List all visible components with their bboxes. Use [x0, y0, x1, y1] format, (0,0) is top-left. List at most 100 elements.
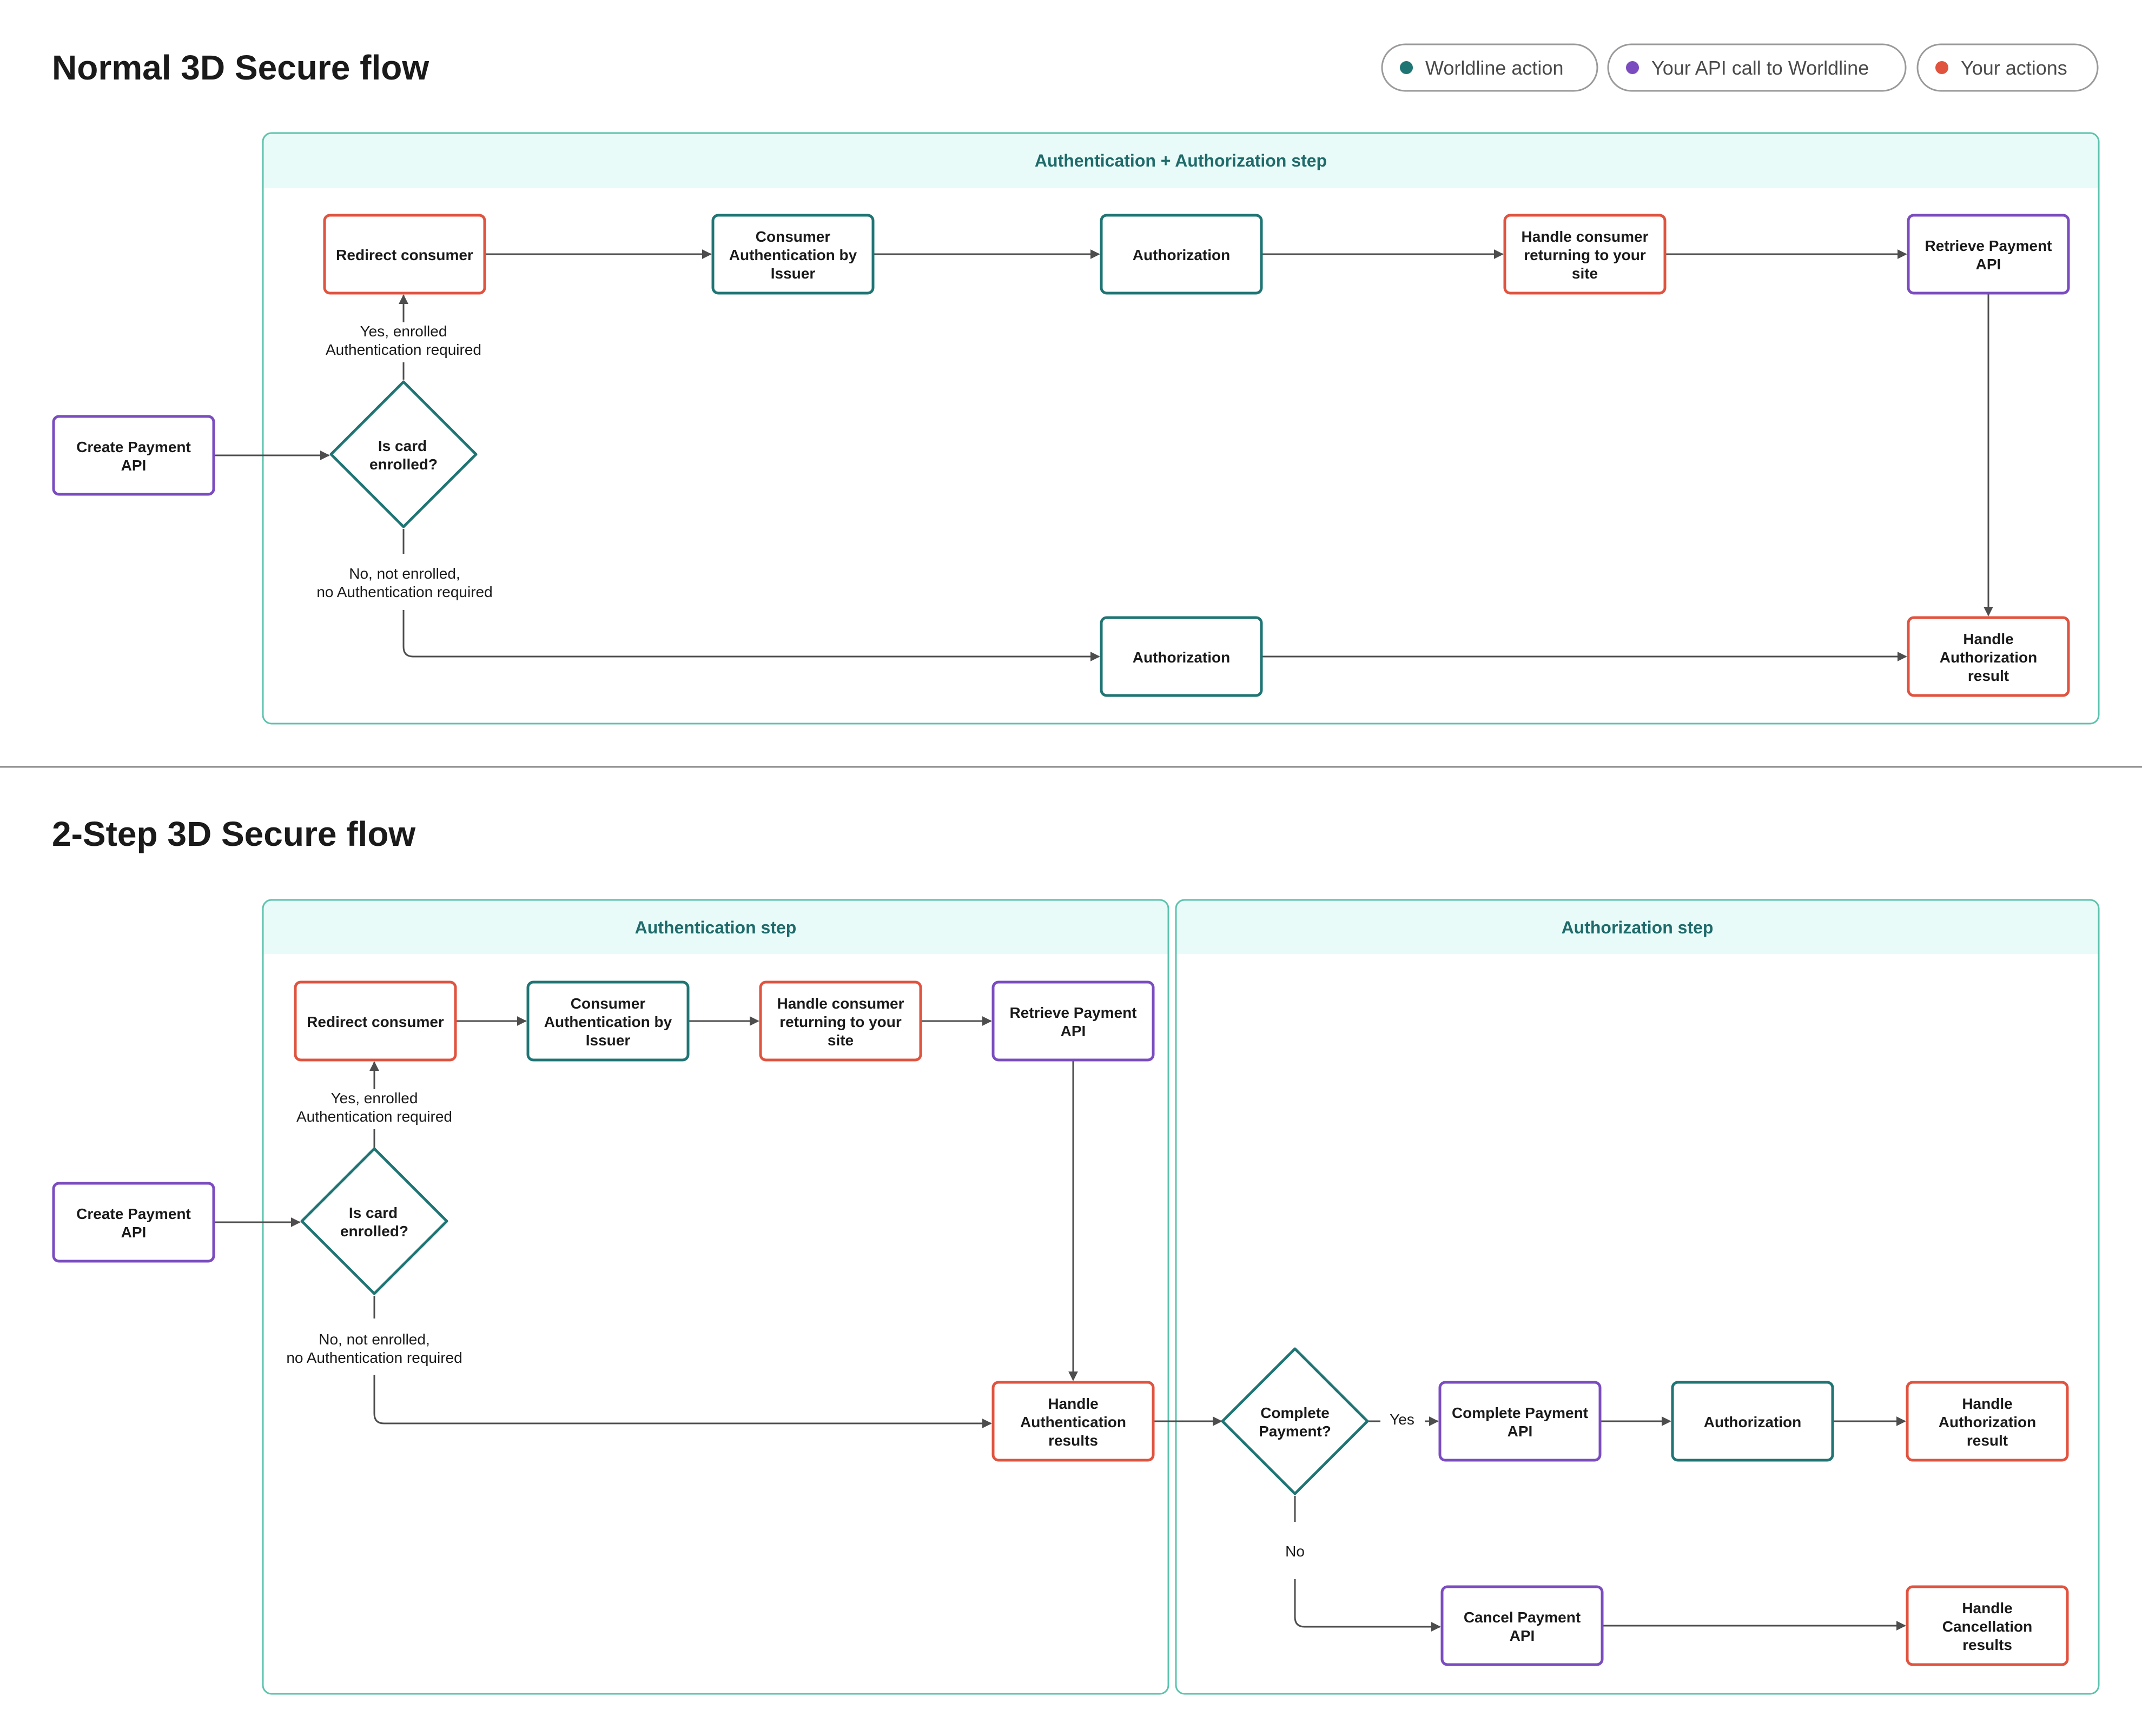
complete-payment-api-node: Complete Payment API: [1438, 1381, 1602, 1462]
svg-text:Complete Payment: Complete Payment: [1452, 1404, 1588, 1421]
legend-your-actions: Your actions: [1916, 43, 2099, 92]
svg-text:Cancellation: Cancellation: [1942, 1618, 2032, 1635]
svg-text:returning to your: returning to your: [779, 1013, 902, 1030]
two-step-flow-title: 2-Step 3D Secure flow: [52, 814, 415, 853]
svg-text:results: results: [1048, 1432, 1098, 1449]
two-step-yes-enrolled-label: Yes, enrolled Authentication required: [296, 1090, 452, 1125]
svg-text:Authorization: Authorization: [1133, 247, 1230, 263]
svg-text:Authorization: Authorization: [1133, 649, 1230, 666]
svg-text:Authentication: Authentication: [1020, 1414, 1126, 1430]
two-step-retrieve-payment-node: Retrieve Payment API: [991, 980, 1155, 1062]
svg-text:Retrieve Payment: Retrieve Payment: [1009, 1004, 1136, 1021]
legend-api-call: Your API call to Worldline: [1607, 43, 1907, 92]
two-step-handle-authentication-results-node: Handle Authentication results: [991, 1381, 1155, 1462]
normal-handle-authorization-result-node: Handle Authorization result: [1907, 616, 2070, 697]
svg-text:Cancel Payment: Cancel Payment: [1464, 1609, 1581, 1626]
api-call-dot: [1626, 61, 1639, 74]
svg-text:Redirect consumer: Redirect consumer: [307, 1013, 444, 1030]
worldline-action-dot: [1400, 61, 1413, 74]
handle-cancellation-results-node: Handle Cancellation results: [1906, 1585, 2069, 1666]
legend-worldline-label: Worldline action: [1425, 57, 1563, 79]
legend-actions-label: Your actions: [1961, 57, 2067, 79]
authorization-step-container: Authorization step: [1175, 899, 2100, 1695]
svg-text:Issuer: Issuer: [771, 265, 816, 282]
normal-consumer-authentication-node: Consumer Authentication by Issuer: [711, 214, 875, 295]
svg-text:Retrieve Payment: Retrieve Payment: [1925, 237, 2052, 254]
svg-text:Handle: Handle: [1962, 1395, 2012, 1412]
yes-label: Yes: [1390, 1411, 1414, 1428]
svg-text:No, not enrolled,: No, not enrolled,: [349, 565, 460, 582]
two-step-edges: [214, 1016, 1906, 1632]
svg-text:Redirect consumer: Redirect consumer: [336, 247, 473, 263]
svg-text:Consumer: Consumer: [756, 228, 831, 245]
legend-api-label: Your API call to Worldline: [1651, 57, 1869, 79]
svg-text:no Authentication required: no Authentication required: [286, 1349, 462, 1366]
svg-text:Is card: Is card: [378, 438, 427, 454]
normal-group-container: Authentication + Authorization step: [262, 132, 2100, 725]
svg-text:Authentication by: Authentication by: [544, 1013, 672, 1030]
two-step-authorization-node: Authorization: [1671, 1381, 1834, 1462]
svg-text:enrolled?: enrolled?: [340, 1223, 408, 1240]
svg-text:Handle: Handle: [1963, 631, 2013, 647]
two-step-create-payment-node: Create Payment API: [52, 1182, 215, 1263]
authentication-step-label: Authentication step: [635, 918, 797, 937]
svg-text:Authorization: Authorization: [1939, 1414, 2036, 1430]
normal-handle-return-node: Handle consumer returning to your site: [1503, 214, 1667, 295]
normal-retrieve-payment-node: Retrieve Payment API: [1907, 214, 2070, 295]
normal-authorization-bottom-node: Authorization: [1100, 616, 1263, 697]
svg-text:Authentication by: Authentication by: [729, 247, 857, 263]
svg-text:Issuer: Issuer: [586, 1032, 631, 1049]
normal-is-card-enrolled-decision: Is card enrolled?: [329, 380, 478, 528]
normal-no-enrolled-label: No, not enrolled, no Authentication requ…: [316, 565, 492, 600]
svg-text:Consumer: Consumer: [571, 995, 646, 1012]
normal-flow-title: Normal 3D Secure flow: [52, 48, 429, 87]
two-step-no-enrolled-label: No, not enrolled, no Authentication requ…: [286, 1331, 462, 1366]
normal-redirect-consumer-node: Redirect consumer: [323, 214, 486, 295]
svg-text:Yes, enrolled: Yes, enrolled: [331, 1090, 418, 1106]
two-step-is-card-enrolled-decision: Is card enrolled?: [300, 1147, 448, 1295]
authorization-step-label: Authorization step: [1562, 918, 1714, 937]
svg-text:API: API: [1510, 1627, 1535, 1644]
normal-group-label: Authentication + Authorization step: [1035, 151, 1327, 170]
legend: Worldline action Your API call to Worldl…: [1381, 43, 2099, 92]
normal-authorization-top-node: Authorization: [1100, 214, 1263, 295]
svg-text:Complete: Complete: [1260, 1404, 1330, 1421]
svg-text:API: API: [1508, 1423, 1533, 1440]
authentication-step-container: Authentication step: [262, 899, 1169, 1695]
svg-text:site: site: [828, 1032, 854, 1049]
two-step-handle-authorization-result-node: Handle Authorization result: [1906, 1381, 2069, 1462]
normal-create-payment-node: Create Payment API: [52, 415, 215, 496]
svg-text:Authentication required: Authentication required: [326, 341, 481, 358]
complete-payment-decision: Complete Payment?: [1221, 1347, 1369, 1495]
two-step-redirect-consumer-node: Redirect consumer: [294, 980, 457, 1062]
svg-text:API: API: [121, 457, 147, 474]
svg-text:API: API: [121, 1224, 147, 1241]
svg-text:result: result: [1968, 667, 2009, 684]
svg-text:Handle consumer: Handle consumer: [777, 995, 904, 1012]
svg-text:result: result: [1967, 1432, 2008, 1449]
svg-text:results: results: [1962, 1636, 2012, 1653]
svg-text:Authorization: Authorization: [1704, 1414, 1801, 1430]
svg-text:No, not enrolled,: No, not enrolled,: [319, 1331, 429, 1348]
normal-edges: [214, 249, 1993, 661]
svg-text:Is card: Is card: [349, 1204, 398, 1221]
two-step-handle-return-node: Handle consumer returning to your site: [759, 980, 922, 1062]
svg-text:Authentication required: Authentication required: [296, 1108, 452, 1125]
cancel-payment-api-node: Cancel Payment API: [1440, 1585, 1604, 1666]
normal-yes-enrolled-label: Yes, enrolled Authentication required: [326, 323, 481, 358]
svg-text:Handle consumer: Handle consumer: [1522, 228, 1649, 245]
svg-text:Yes, enrolled: Yes, enrolled: [360, 323, 447, 340]
svg-text:returning to your: returning to your: [1524, 247, 1646, 263]
svg-text:Handle: Handle: [1048, 1395, 1098, 1412]
svg-text:Payment?: Payment?: [1259, 1423, 1331, 1440]
svg-text:API: API: [1976, 256, 2001, 273]
svg-text:Create Payment: Create Payment: [76, 1205, 191, 1222]
svg-text:Authorization: Authorization: [1940, 649, 2037, 666]
svg-text:API: API: [1061, 1023, 1086, 1039]
no-label: No: [1285, 1543, 1305, 1560]
svg-text:enrolled?: enrolled?: [369, 456, 438, 473]
svg-text:Handle: Handle: [1962, 1600, 2012, 1616]
legend-worldline-action: Worldline action: [1381, 43, 1598, 92]
svg-text:Create Payment: Create Payment: [76, 439, 191, 455]
